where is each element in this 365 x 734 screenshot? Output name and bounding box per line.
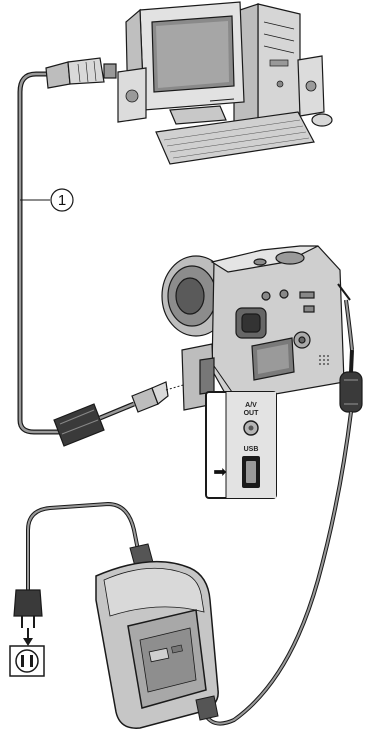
pc-mouse <box>312 114 332 126</box>
camera-mode-dial <box>276 252 304 264</box>
camera-icon <box>162 246 350 410</box>
usb-cable-line <box>20 74 60 432</box>
wall-outlet-icon <box>10 646 44 676</box>
callout-number: 1 <box>58 192 66 209</box>
ferrite-core-dc <box>340 372 362 412</box>
port-label-av-line2: OUT <box>244 410 260 417</box>
port-label-usb: USB <box>244 446 259 453</box>
ferrite-core-usb <box>54 382 168 446</box>
computer-icon <box>118 2 332 164</box>
ac-plug-icon <box>14 590 42 628</box>
ac-adaptor-icon <box>96 562 218 729</box>
port-label-av-line1: A/V <box>245 402 257 409</box>
usb-port-arrow-icon: ➡ <box>213 464 226 481</box>
usb-plug-pc <box>46 58 116 88</box>
